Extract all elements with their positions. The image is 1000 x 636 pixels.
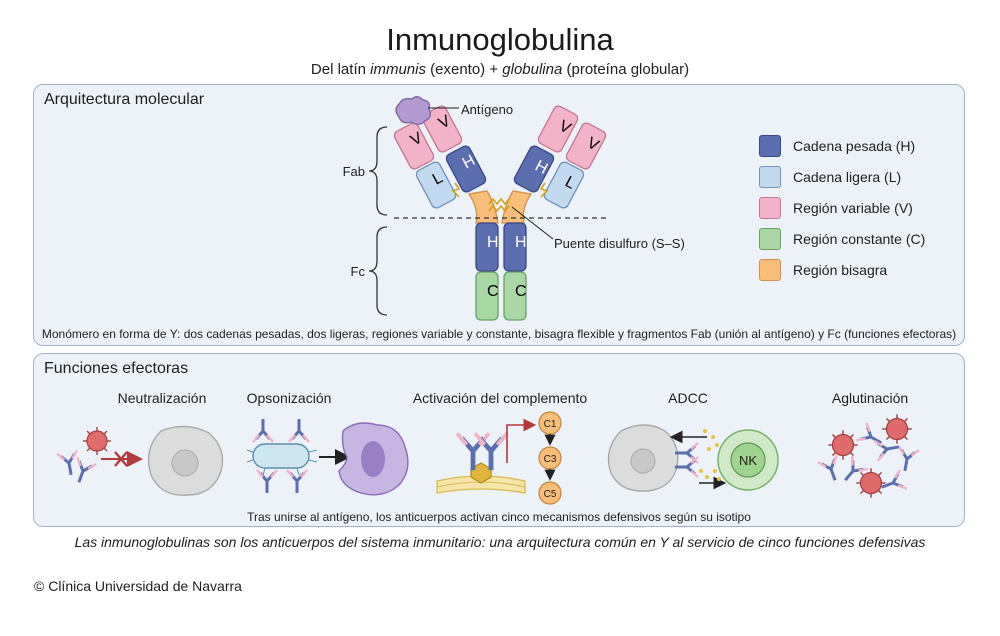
architecture-heading: Arquitectura molecular xyxy=(44,91,205,108)
function-label-complement: Activación del complemento xyxy=(412,390,588,406)
antigen-icon xyxy=(395,96,431,125)
legend-label-heavy: Cadena pesada (H) xyxy=(793,138,916,154)
legend-item-constant-region: Región constante (C) xyxy=(759,228,979,254)
legend-label-light: Cadena ligera (L) xyxy=(793,169,902,185)
granule-dots xyxy=(699,429,721,481)
complement-c5-label: C5 xyxy=(544,489,557,500)
function-label-opsonization: Opsonización xyxy=(246,390,332,406)
legend-label-variable: Región variable (V) xyxy=(793,200,913,216)
fc-heavy-left xyxy=(475,222,500,272)
legend-item-hinge-region: Región bisagra xyxy=(759,259,979,285)
fc-label: Fc xyxy=(351,264,366,279)
fc-constant-left xyxy=(475,271,500,321)
copyright-notice: © Clínica Universidad de Navarra xyxy=(34,578,242,594)
subtitle-latin-word: immunis xyxy=(370,61,426,78)
legend-label-constant: Región constante (C) xyxy=(793,231,926,247)
legend-swatch-constant xyxy=(759,228,781,250)
legend-item-heavy-chain: Cadena pesada (H) xyxy=(759,135,979,161)
legend-label-hinge: Región bisagra xyxy=(793,262,888,278)
fab-brace xyxy=(368,126,388,216)
virus-icon xyxy=(82,426,112,456)
page-subtitle: Del latín immunis (exento) + globulina (… xyxy=(0,61,1000,78)
nk-cell-label: NK xyxy=(739,453,757,468)
disulfide-label: Puente disulfuro (S–S) xyxy=(554,236,685,251)
fc-brace xyxy=(368,226,388,316)
subtitle-prefix: Del latín xyxy=(310,61,371,78)
footer-summary: Las inmunoglobulinas son los anticuerpos… xyxy=(74,534,926,550)
function-label-adcc: ADCC xyxy=(668,390,708,406)
neutralization-illustration xyxy=(55,425,224,496)
functions-heading: Funciones efectoras xyxy=(44,360,189,377)
subtitle-root-word: globulina xyxy=(502,61,563,78)
page-title: Inmunoglobulina xyxy=(386,22,614,57)
opsonization-illustration xyxy=(246,417,409,496)
agglutinated-pathogen-icon xyxy=(827,429,859,461)
fc-constant-right xyxy=(503,271,528,321)
agglutination-illustration xyxy=(816,413,921,499)
disulfide-bridge-icon xyxy=(488,197,510,206)
adcc-illustration: NK xyxy=(607,424,779,492)
functions-panel: Funciones efectoras Neutralización Opson… xyxy=(33,353,965,527)
hinge-region xyxy=(467,190,499,224)
legend-swatch-light xyxy=(759,166,781,188)
complement-c3-label: C3 xyxy=(544,454,557,465)
legend-item-variable-region: Región variable (V) xyxy=(759,197,979,223)
functions-illustrations: C1 C3 C5 NK xyxy=(55,411,921,505)
hinge-region-right xyxy=(501,190,533,224)
legend-item-light-chain: Cadena ligera (L) xyxy=(759,166,979,192)
complement-illustration: C1 C3 C5 xyxy=(436,411,562,505)
blocked-cross-icon xyxy=(114,451,128,467)
functions-caption: Tras unirse al antígeno, los anticuerpos… xyxy=(247,510,751,524)
architecture-panel: Arquitectura molecular V H L C H xyxy=(33,84,965,346)
complement-c5-node xyxy=(538,481,562,505)
fab-label: Fab xyxy=(343,164,365,179)
bacterium-icon xyxy=(252,443,310,469)
antigen-label: Antígeno xyxy=(461,102,513,117)
complement-antigen-icon xyxy=(470,462,492,484)
subtitle-suffix: (proteína globular) xyxy=(562,61,690,78)
function-label-neutralization: Neutralización xyxy=(117,390,207,406)
function-label-agglutination: Aglutinación xyxy=(831,390,909,406)
subtitle-middle: (exento) + xyxy=(425,61,503,78)
architecture-caption: Monómero en forma de Y: dos cadenas pesa… xyxy=(41,327,957,341)
legend-swatch-heavy xyxy=(759,135,781,157)
fc-heavy-right xyxy=(503,222,528,272)
legend-swatch-variable xyxy=(759,197,781,219)
legend-swatch-hinge xyxy=(759,259,781,281)
antibody-diagram: V H L C H xyxy=(343,96,685,321)
complement-c1-label: C1 xyxy=(544,419,557,430)
